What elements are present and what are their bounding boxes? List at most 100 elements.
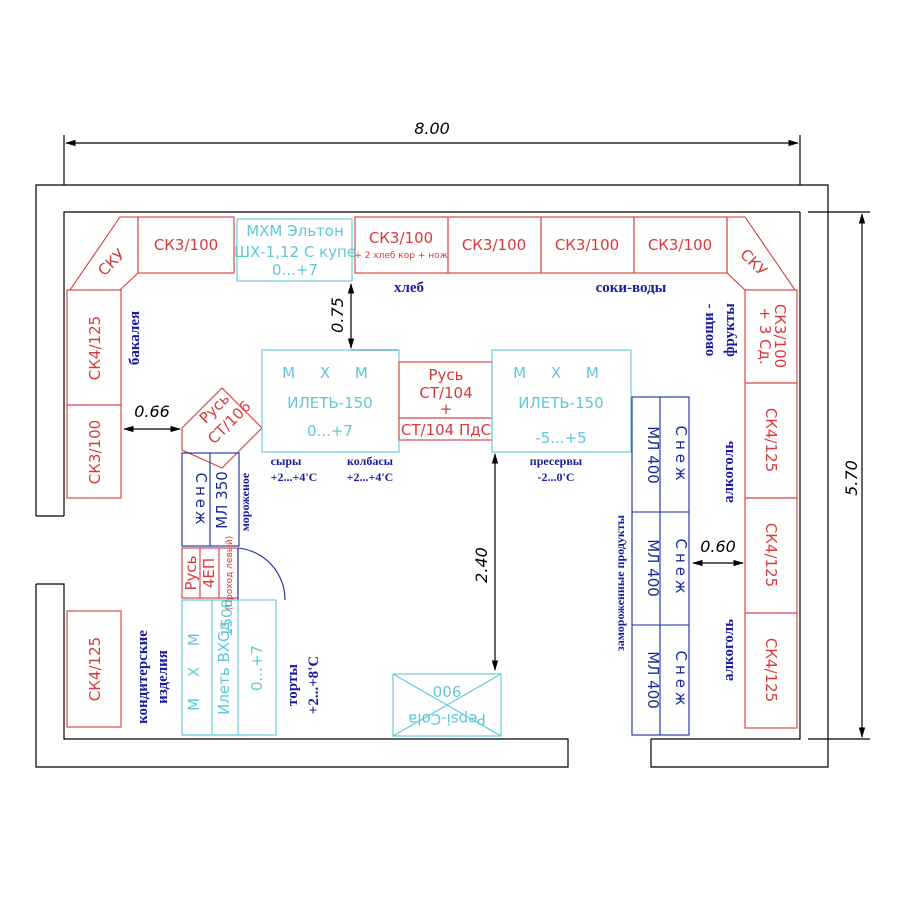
label-konditerskie-2: изделия	[155, 650, 171, 704]
fridge-ilet-vhsd-label-2: Илеть ВХСд	[215, 621, 233, 715]
top-row-shelves: СКУ СК3/100 СК3/100 + 2 хлеб кор + нож С…	[68, 216, 797, 291]
label-hleb: хлеб	[394, 280, 424, 296]
fridge-ilet-right-label-1: М Х М	[513, 364, 609, 382]
fridge-elton-label-3: 0...+7	[272, 261, 318, 279]
dimension-240-text: 2.40	[472, 547, 491, 583]
freezer-sneg-ml400: Снеж МЛ 400 Снеж МЛ 400 Снеж МЛ 400	[631, 396, 690, 736]
right-column-shelves: СК3/100 + 3 Сд. СК4/125 СК4/125 СК4/125	[744, 289, 798, 729]
freezer-sneg-ml400-label-b2: МЛ 400	[644, 539, 662, 597]
freezer-sneg-ml400-label-b3: МЛ 400	[644, 651, 662, 709]
label-preservy-2: -2...0'С	[538, 470, 575, 484]
door-swing	[237, 547, 286, 601]
left-column-shelves: СК4/125 СК3/100	[66, 289, 122, 499]
counter-rus-ct104: Русь СТ/104 + СТ/104 ПдС	[398, 361, 493, 441]
shelf-sk3-hleb-label: СК3/100	[369, 229, 433, 247]
dimension-height-text: 5.70	[842, 460, 861, 496]
fridge-ilet-left-label-3: 0...+7	[307, 422, 353, 440]
label-kolbasy-2: +2...+4'С	[347, 470, 394, 484]
shelf-sk3-right-sublabel: + 3 Сд.	[756, 307, 774, 364]
label-konditerskie-1: кондитерские	[135, 630, 151, 724]
label-torty-2: +2...+8'С	[306, 656, 322, 714]
dimension-width: 8.00	[63, 119, 801, 185]
shelf-sk3-right-label: СК3/100	[771, 304, 789, 368]
dimension-height: 5.70	[808, 211, 870, 740]
shelf-sk3-top-1-label: СК3/100	[154, 236, 218, 254]
label-torty-1: торты	[285, 664, 301, 706]
shelf-sk4-bottom-left: СК4/125	[66, 610, 122, 728]
label-soki: соки-воды	[596, 280, 667, 296]
dimension-240: 2.40	[472, 452, 499, 672]
label-bakaleya: бакалея	[127, 311, 143, 365]
label-alkogol-1: алкоголь	[721, 441, 737, 503]
fridge-elton: МХМ Эльтон ШХ-1,12 С купе 0...+7	[234, 218, 356, 282]
label-syry-2: +2...+4'С	[271, 470, 318, 484]
shelf-sk3-left	[66, 404, 122, 499]
label-alkogol-2: алкоголь	[721, 619, 737, 681]
label-syry-1: сыры	[271, 454, 302, 468]
fridge-ilet-vhsd-label-3: 1500	[218, 599, 236, 637]
fridge-ilet-left-label-2: ИЛЕТЬ-150	[287, 394, 372, 412]
shelf-sk4-right-1-label: СК4/125	[762, 408, 780, 472]
shelf-sk3-hleb-sublabel: + 2 хлеб кор + нож	[354, 251, 447, 261]
shelf-sk3-top-1	[137, 216, 235, 274]
dimension-075-text: 0.75	[328, 297, 347, 333]
freezer-sneg-ml400-label-a1: Снеж	[672, 425, 690, 484]
corner-sku-top-left-label: СКУ	[94, 245, 128, 279]
counter-rus-ct104-label-2: СТ/104	[419, 384, 472, 402]
label-kolbasy-1: колбасы	[347, 454, 394, 468]
freezer-sneg-ml350: Снеж МЛ 350	[181, 452, 240, 547]
counter-rus-ct104-label-1: Русь	[428, 366, 463, 384]
corner-sku-top-right	[726, 216, 797, 291]
shelf-sk3-left-label: СК3/100	[86, 420, 104, 484]
fridge-ilet-right-label-3: -5...+5	[535, 429, 586, 447]
freezer-sneg-ml400-label-b1: МЛ 400	[644, 426, 662, 484]
fridge-ilet-right: М Х М ИЛЕТЬ-150 -5...+5	[491, 349, 632, 453]
shelf-sk4-right-3	[744, 612, 798, 729]
fridge-ilet-right-label-2: ИЛЕТЬ-150	[518, 394, 603, 412]
fridge-pepsi-label-2: 900	[433, 682, 462, 700]
freezer-sneg-ml400-label-a2: Снеж	[672, 538, 690, 597]
fridge-ilet-vhsd-label-4: 0...+7	[248, 645, 266, 691]
label-morozhenoe: мороженое	[238, 472, 252, 531]
dimension-066: 0.66	[122, 402, 182, 433]
label-ovoshchi-2: фрукты	[722, 303, 738, 357]
shelf-sk3-top-3-label: СК3/100	[555, 236, 619, 254]
dimension-060-text: 0.60	[700, 537, 736, 556]
shelf-sk3-top-2-label: СК3/100	[462, 236, 526, 254]
freezer-sneg-ml400-label-a3: Снеж	[672, 650, 690, 709]
fridge-pepsi: 900 Pepsi-Cola	[392, 673, 502, 737]
dimension-060: 0.60	[691, 537, 745, 567]
shelf-sk4-left-label: СК4/125	[86, 316, 104, 380]
dimension-width-text: 8.00	[414, 119, 450, 138]
counter-rus-ct104-label-4: СТ/104 ПдС	[401, 421, 491, 439]
fridge-ilet-vhsd: М Х М Илеть ВХСд 1500 0...+7	[181, 599, 277, 736]
counter-rus-ct106: Русь СТ/106	[181, 387, 263, 469]
dimension-066-text: 0.66	[134, 402, 170, 421]
shelf-sk4-bottom-left-label: СК4/125	[86, 637, 104, 701]
walls	[35, 184, 829, 768]
freezer-sneg-ml350-label-2: МЛ 350	[213, 471, 231, 529]
shelf-sk4-right-3-label: СК4/125	[762, 638, 780, 702]
cashier-rus-4ep-label-2: 4ЕП	[200, 558, 218, 588]
corner-sku-top-right-label: СКУ	[736, 245, 770, 279]
dimension-075: 0.75	[328, 282, 398, 351]
fridge-ilet-left: М Х М ИЛЕТЬ-150 0...+7	[261, 349, 400, 453]
label-preservy-1: пресервы	[530, 454, 583, 468]
freezer-sneg-ml350-label-1: Снеж	[192, 472, 210, 527]
shelf-sk4-right-2-label: СК4/125	[762, 523, 780, 587]
cashier-rus-4ep-label-1: Русь	[182, 555, 200, 590]
shelf-sk3-top-4-label: СК3/100	[648, 236, 712, 254]
fridge-ilet-left-label-1: М Х М	[282, 364, 378, 382]
counter-rus-ct104-label-3: +	[440, 400, 453, 418]
fridge-elton-label-1: МХМ Эльтон	[246, 222, 344, 240]
corner-sku-top-left	[68, 216, 139, 291]
fridge-pepsi-label-1: Pepsi-Cola	[408, 710, 486, 728]
fridge-elton-label-2: ШХ-1,12 С купе	[234, 243, 356, 261]
cashier-rus-4ep-label-3: (Проход левый)	[225, 536, 235, 610]
fridge-ilet-vhsd-label-1: М Х М	[185, 625, 203, 711]
label-ovoshchi-1: овощи -	[701, 304, 717, 357]
category-labels: хлеб соки-воды бакалея овощи - фрукты сы…	[127, 280, 738, 724]
label-zamorozhennye: замороженные продукты	[613, 514, 627, 651]
cashier-rus-4ep: Русь 4ЕП (Проход левый)	[181, 536, 239, 610]
